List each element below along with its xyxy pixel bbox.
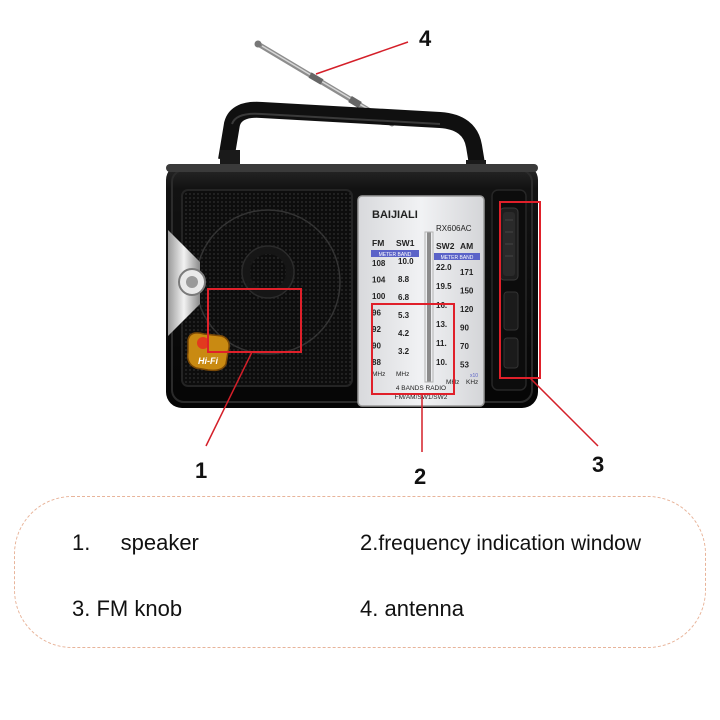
legend-item-1: 1. speaker xyxy=(72,530,199,556)
legend-item-2-number: 2. xyxy=(360,530,379,555)
sw1-scale-value: 5.3 xyxy=(398,311,410,320)
model-label: RX606AC xyxy=(436,224,472,233)
fm-scale-value: 90 xyxy=(372,342,381,351)
sw1-scale-value: 8.8 xyxy=(398,275,410,284)
legend-item-1-label: speaker xyxy=(120,530,199,555)
fm-scale-value: 96 xyxy=(372,309,381,318)
fm-tuning-knob[interactable] xyxy=(503,212,515,276)
sw1-scale-value: 10.0 xyxy=(398,257,414,266)
fm-scale-value: 100 xyxy=(372,292,386,301)
fm-scale-value: 104 xyxy=(372,276,386,285)
callout-number-1: 1 xyxy=(195,458,208,483)
fm-scale-value: 108 xyxy=(372,259,386,268)
am-multiplier: x10 xyxy=(470,373,478,379)
unit-sw2: MHz xyxy=(446,379,459,386)
sw2-scale-value: 11. xyxy=(436,339,447,348)
unit-am: KHz xyxy=(466,379,478,386)
unit-sw1: MHz xyxy=(396,371,409,378)
sw1-scale-value: 6.8 xyxy=(398,293,410,302)
sw2-scale-value: 22.0 xyxy=(436,263,452,272)
legend-item-3-number: 3. xyxy=(72,596,91,621)
sw1-scale-value: 4.2 xyxy=(398,329,410,338)
unit-fm: MHz xyxy=(372,371,385,378)
dial-header-am: AM xyxy=(460,241,473,251)
radio-illustration: Hi-Fi BAIJIALI RX606AC FM SW1 SW2 AM MET… xyxy=(166,40,599,452)
callout-number-2: 2 xyxy=(414,464,427,489)
legend-item-2: 2.frequency indication window xyxy=(360,530,641,556)
am-scale-value: 53 xyxy=(460,361,469,370)
sw2-scale-value: 16. xyxy=(436,301,447,310)
volume-knob[interactable] xyxy=(503,291,519,369)
meter-band-left: METER BAND xyxy=(379,252,412,258)
legend-item-4-number: 4. xyxy=(360,596,379,621)
am-scale-value: 70 xyxy=(460,342,469,351)
bands-label: 4 BANDS RADIO xyxy=(396,385,446,392)
dial-header-sw1: SW1 xyxy=(396,238,415,248)
sw2-scale-value: 13. xyxy=(436,320,447,329)
meter-band-strip-left xyxy=(371,250,419,257)
callout-line-1 xyxy=(205,351,253,447)
legend-item-4-label: antenna xyxy=(384,596,465,621)
callout-line-4 xyxy=(315,41,409,75)
brand-label: BAIJIALI xyxy=(372,209,418,221)
bands-list: FM/AM/SW1/SW2 xyxy=(395,394,448,401)
meter-band-strip-right xyxy=(434,253,480,260)
frequency-window-highlight-box xyxy=(371,303,455,395)
legend-item-2-label: frequency indication window xyxy=(378,532,642,555)
legend-item-1-number: 1. xyxy=(72,530,91,555)
legend-item-3: 3. FM knob xyxy=(72,596,182,622)
dial-scales: 108 104 100 96 92 90 88 10.0 8.8 6.8 5.3 4.2 3.2 22.0… xyxy=(372,257,474,370)
speaker-highlight-box xyxy=(207,288,302,353)
meter-band-right: METER BAND xyxy=(441,255,474,261)
callout-number-3: 3 xyxy=(592,452,605,477)
am-scale-value: 90 xyxy=(460,324,469,333)
hifi-badge-text: Hi-Fi xyxy=(198,356,218,366)
sw1-scale-value: 3.2 xyxy=(398,347,410,356)
fm-scale-value: 88 xyxy=(372,358,381,367)
side-medallion xyxy=(168,230,206,336)
sw2-scale-value: 19.5 xyxy=(436,282,452,291)
am-scale-value: 171 xyxy=(460,268,474,277)
dial-panel xyxy=(357,195,485,407)
am-scale-value: 150 xyxy=(460,287,474,296)
dial-header-fm: FM xyxy=(372,238,384,248)
callout-line-3 xyxy=(529,377,599,447)
fm-scale-value: 92 xyxy=(372,325,381,334)
fm-knob-highlight-box xyxy=(499,201,541,379)
legend-item-3-label: FM knob xyxy=(96,596,183,621)
sw2-scale-value: 10. xyxy=(436,358,447,367)
dial-header-sw2: SW2 xyxy=(436,241,455,251)
legend-item-4: 4. antenna xyxy=(360,596,464,622)
am-scale-value: 120 xyxy=(460,305,474,314)
legend-box xyxy=(14,496,706,648)
callout-number-4: 4 xyxy=(419,26,432,51)
